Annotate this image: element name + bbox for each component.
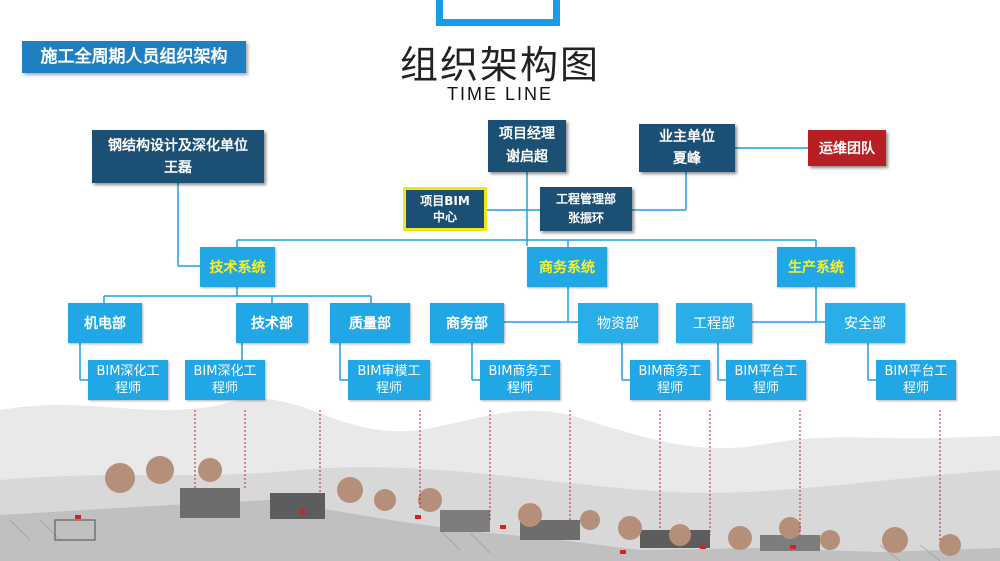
dept-quality: 质量部 bbox=[330, 303, 410, 343]
business-system-box: 商务系统 bbox=[527, 247, 607, 287]
owner-unit-box: 业主单位 夏峰 bbox=[639, 124, 735, 172]
dept-materials: 物资部 bbox=[578, 303, 658, 343]
page-tag: 施工全周期人员组织架构 bbox=[22, 41, 246, 73]
bim-center-box: 项目BIM 中心 bbox=[403, 187, 487, 231]
engineer-line2: 程师 bbox=[752, 381, 779, 396]
eng-mgmt-title: 工程管理部 bbox=[555, 192, 616, 206]
dept-safety: 安全部 bbox=[825, 303, 905, 343]
eng-mgmt-box: 工程管理部 张振环 bbox=[540, 187, 632, 231]
project-manager-title: 项目经理 bbox=[499, 126, 555, 142]
engineer-line2: 程师 bbox=[656, 381, 683, 396]
engineer-line1: BIM平台工 bbox=[884, 364, 948, 379]
engineer-box: BIM深化工 程师 bbox=[185, 360, 265, 400]
engineer-box: BIM审模工 程师 bbox=[348, 360, 430, 400]
page-title: 组织架构图 bbox=[399, 43, 600, 87]
bim-center-line2: 中心 bbox=[432, 210, 457, 224]
engineer-box: BIM商务工 程师 bbox=[630, 360, 710, 400]
engineer-line1: BIM平台工 bbox=[734, 364, 798, 379]
engineer-line2: 程师 bbox=[375, 381, 402, 396]
engineer-line2: 程师 bbox=[211, 381, 238, 396]
eng-mgmt-person: 张振环 bbox=[567, 211, 604, 225]
dept-engineering: 工程部 bbox=[676, 303, 752, 343]
tech-system-box: 技术系统 bbox=[200, 247, 275, 287]
steel-design-unit-person: 王磊 bbox=[164, 159, 192, 176]
dept-tech: 技术部 bbox=[236, 303, 308, 343]
project-manager-person: 谢启超 bbox=[506, 149, 548, 165]
project-manager-box: 项目经理 谢启超 bbox=[488, 120, 566, 172]
engineer-line2: 程师 bbox=[114, 381, 141, 396]
engineer-box: BIM平台工 程师 bbox=[726, 360, 806, 400]
steel-design-unit-name: 钢结构设计及深化单位 bbox=[108, 137, 248, 154]
production-system-box: 生产系统 bbox=[777, 247, 855, 287]
dept-mep: 机电部 bbox=[68, 303, 142, 343]
engineer-line1: BIM商务工 bbox=[638, 364, 702, 379]
dept-business: 商务部 bbox=[430, 303, 504, 343]
title-bracket-decoration bbox=[436, 0, 560, 26]
engineer-line1: BIM商务工 bbox=[488, 364, 552, 379]
om-team-box: 运维团队 bbox=[808, 130, 886, 166]
page-subtitle: TIME LINE bbox=[446, 84, 553, 104]
bim-center-line1: 项目BIM bbox=[420, 194, 470, 208]
steel-design-unit-box: 钢结构设计及深化单位 王磊 bbox=[92, 130, 264, 183]
engineer-line1: BIM深化工 bbox=[96, 364, 160, 379]
engineer-box: BIM商务工 程师 bbox=[480, 360, 560, 400]
owner-unit-person: 夏峰 bbox=[673, 151, 701, 167]
engineer-line2: 程师 bbox=[506, 381, 533, 396]
engineer-box: BIM深化工 程师 bbox=[88, 360, 168, 400]
engineer-line1: BIM深化工 bbox=[193, 364, 257, 379]
engineer-line2: 程师 bbox=[902, 381, 929, 396]
engineer-box: BIM平台工 程师 bbox=[876, 360, 956, 400]
landscape-illustration bbox=[0, 398, 1000, 561]
owner-unit-title: 业主单位 bbox=[659, 129, 715, 145]
engineer-line1: BIM审模工 bbox=[357, 364, 421, 379]
